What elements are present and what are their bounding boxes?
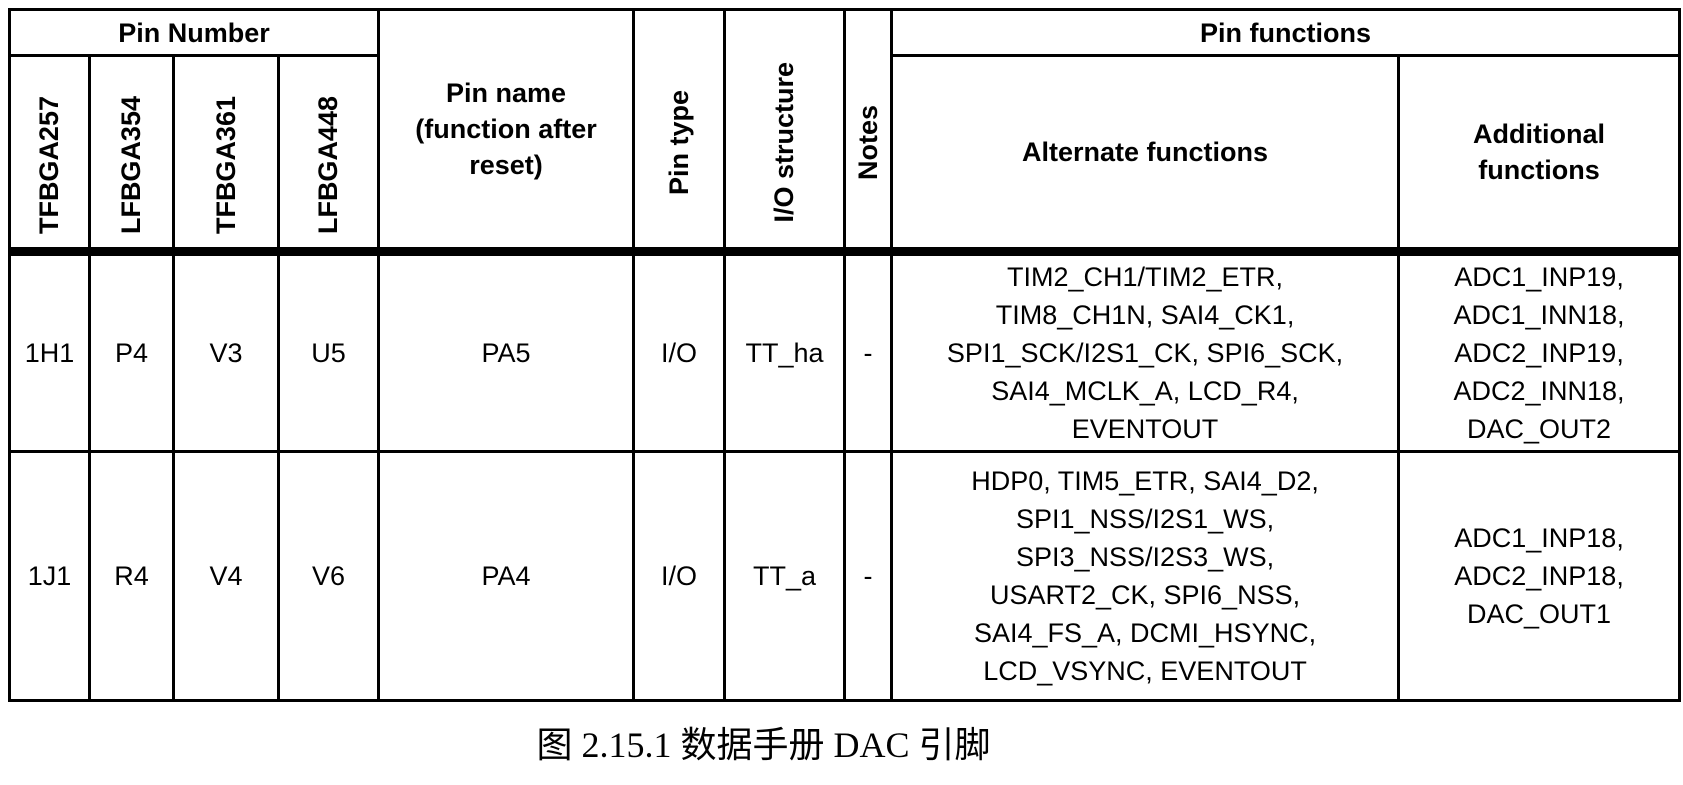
cell-pa5-notes: - bbox=[843, 247, 894, 453]
header-lfbga448: LFBGA448 bbox=[276, 54, 381, 253]
table-row-pa4: 1J1 R4 V4 V6 PA4 I/O TT_a - HDP0, TIM5_E… bbox=[8, 450, 1682, 702]
cell-pa4-io-structure: TT_a bbox=[723, 450, 847, 702]
header-pin-type: Pin type bbox=[632, 8, 727, 253]
cell-pa5-lfbga354: P4 bbox=[88, 247, 175, 453]
header-alternate-functions: Alternate functions bbox=[890, 54, 1401, 253]
header-tfbga361-label: TFBGA361 bbox=[210, 96, 241, 235]
header-pin-functions-group: Pin functions bbox=[890, 8, 1682, 57]
figure-caption: 图 2.15.1 数据手册 DAC 引脚 bbox=[536, 725, 991, 765]
cell-pa5-pin-name: PA5 bbox=[377, 247, 636, 453]
cell-pa4-lfbga448: V6 bbox=[276, 450, 381, 702]
cell-pa4-alternate-functions: HDP0, TIM5_ETR, SAI4_D2, SPI1_NSS/I2S1_W… bbox=[890, 450, 1401, 702]
header-io-structure-label: I/O structure bbox=[769, 62, 800, 223]
cell-pa5-alternate-functions: TIM2_CH1/TIM2_ETR, TIM8_CH1N, SAI4_CK1, … bbox=[890, 247, 1401, 453]
header-pin-number-group: Pin Number bbox=[7, 8, 381, 57]
cell-pa5-lfbga448: U5 bbox=[276, 247, 381, 453]
dac-pin-table: Pin Number Pin name (function after rese… bbox=[7, 8, 1682, 702]
cell-pa4-notes: - bbox=[843, 450, 894, 702]
cell-pa4-tfbga257: 1J1 bbox=[8, 450, 91, 702]
cell-pa5-additional-functions: ADC1_INP19, ADC1_INN18, ADC2_INP19, ADC2… bbox=[1397, 247, 1682, 453]
cell-pa4-tfbga361: V4 bbox=[172, 450, 280, 702]
datasheet-page: Pin Number Pin name (function after rese… bbox=[0, 8, 1683, 785]
header-pin-type-label: Pin type bbox=[663, 89, 694, 196]
header-lfbga448-label: LFBGA448 bbox=[313, 96, 344, 235]
cell-pa5-io-structure: TT_ha bbox=[723, 247, 847, 453]
cell-pa4-lfbga354: R4 bbox=[88, 450, 175, 702]
header-pin-name: Pin name (function after reset) bbox=[377, 8, 636, 253]
header-lfbga354-label: LFBGA354 bbox=[116, 96, 146, 235]
cell-pa4-additional-functions: ADC1_INP18, ADC2_INP18, DAC_OUT1 bbox=[1397, 450, 1682, 702]
header-tfbga257: TFBGA257 bbox=[8, 54, 91, 253]
header-row-columns: TFBGA257 LFBGA354 TFBGA361 LFBGA448 Alte… bbox=[8, 54, 1682, 253]
cell-pa5-tfbga361: V3 bbox=[172, 247, 280, 453]
cell-pa5-tfbga257: 1H1 bbox=[8, 247, 91, 453]
header-notes-label: Notes bbox=[852, 104, 883, 180]
header-additional-functions: Additional functions bbox=[1397, 54, 1682, 253]
cell-pa4-pin-type: I/O bbox=[632, 450, 727, 702]
header-row-groups: Pin Number Pin name (function after rese… bbox=[7, 8, 1682, 253]
header-io-structure: I/O structure bbox=[723, 8, 847, 253]
table-row-pa5: 1H1 P4 V3 U5 PA5 I/O TT_ha - TIM2_CH1/TI… bbox=[8, 247, 1682, 453]
header-notes: Notes bbox=[843, 8, 894, 253]
header-tfbga361: TFBGA361 bbox=[172, 54, 280, 253]
cell-pa5-pin-type: I/O bbox=[632, 247, 727, 453]
header-lfbga354: LFBGA354 bbox=[88, 54, 175, 253]
cell-pa4-pin-name: PA4 bbox=[377, 450, 636, 702]
header-tfbga257-label: TFBGA257 bbox=[34, 96, 64, 235]
